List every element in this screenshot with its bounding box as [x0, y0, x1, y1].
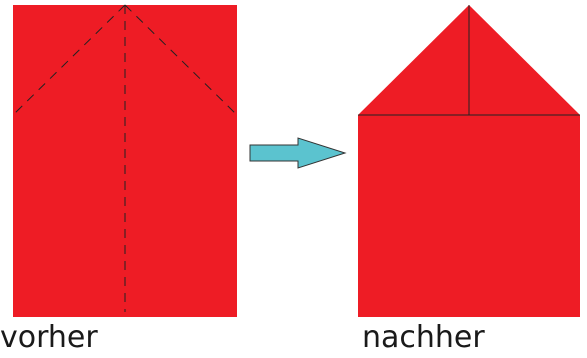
caption-before: vorher: [0, 320, 98, 355]
before-fold-line-right: [124, 4, 238, 116]
right-arrow-icon: [249, 137, 347, 169]
after-paper-group: [358, 5, 580, 317]
before-fold-line-left: [12, 4, 126, 116]
after-paper-body: [358, 115, 580, 317]
caption-after: nachher: [362, 320, 485, 355]
before-paper-sheet: [13, 5, 237, 317]
before-paper-group: [12, 4, 238, 317]
